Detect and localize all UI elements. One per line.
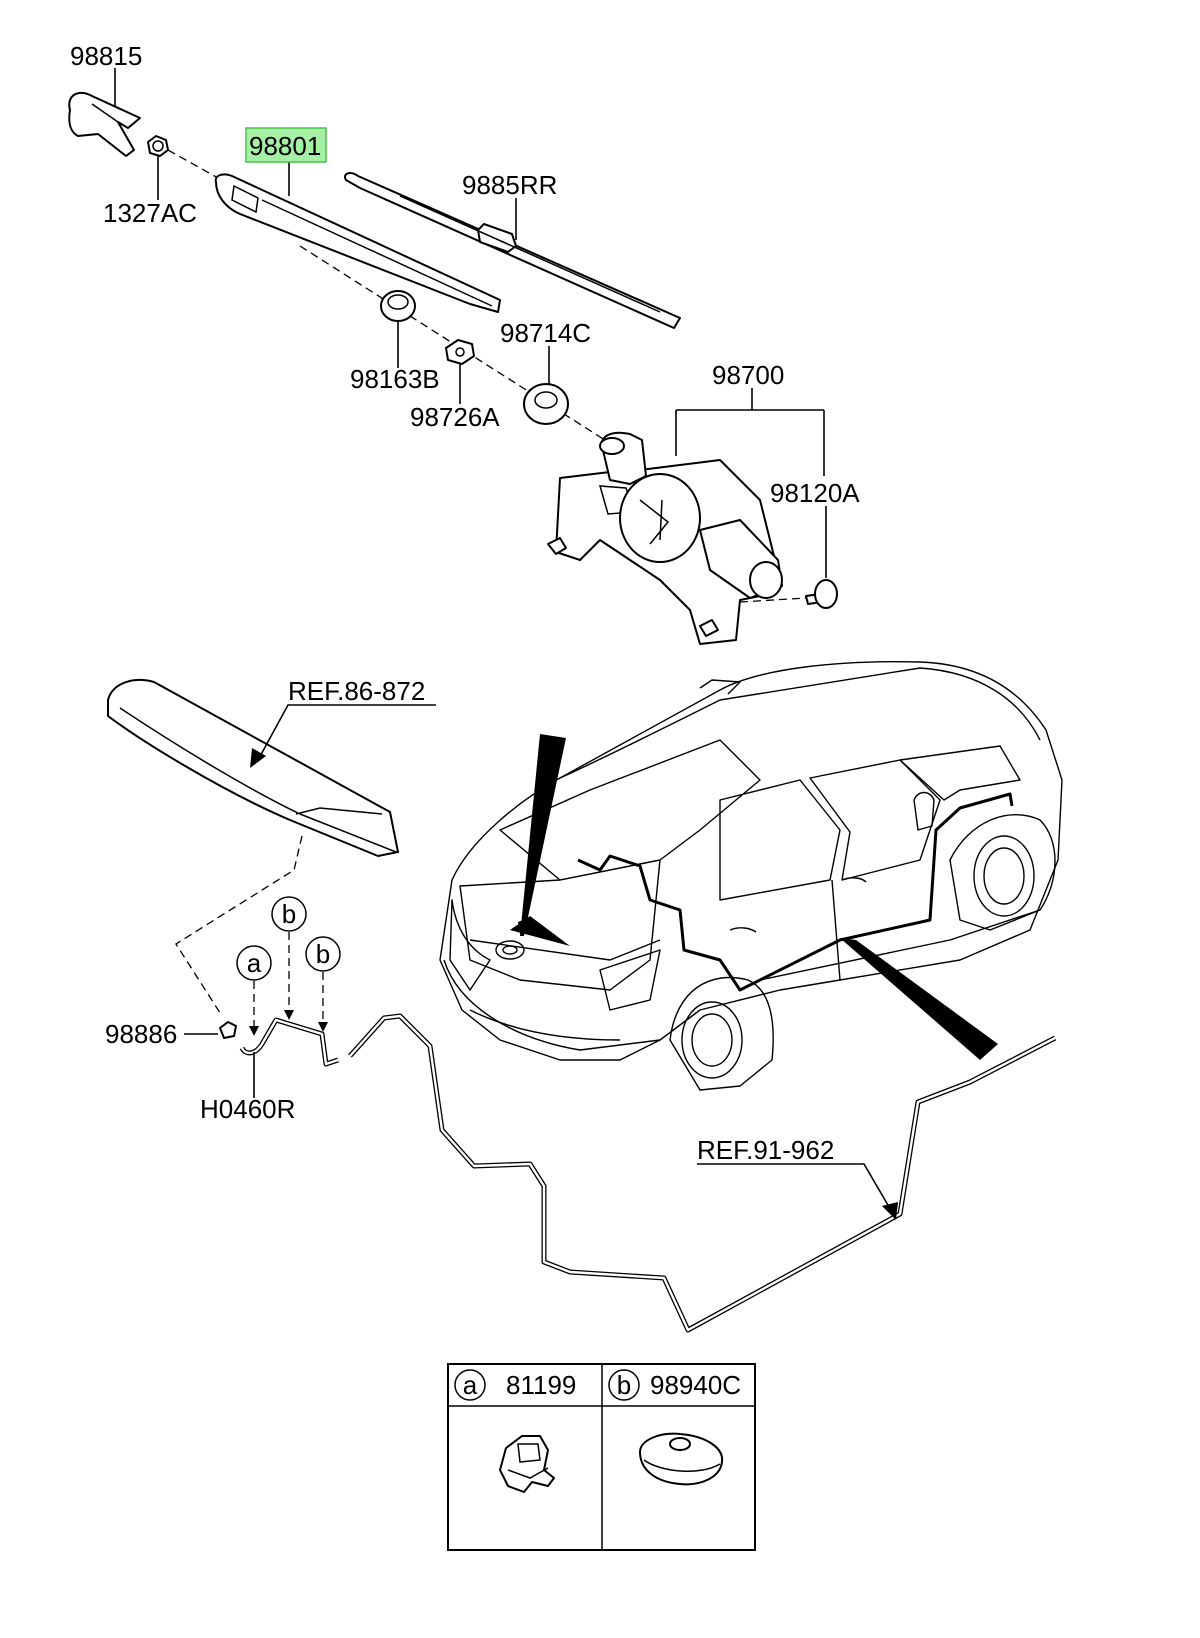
label-1327AC[interactable]: 1327AC bbox=[103, 198, 197, 228]
nut-1327AC[interactable] bbox=[147, 135, 169, 157]
washer-hose-H0460R[interactable] bbox=[239, 1017, 339, 1067]
hex-nut-98726A[interactable] bbox=[445, 339, 475, 365]
legend-a-letter: a bbox=[463, 1370, 478, 1400]
wiper-arm-98801[interactable] bbox=[214, 173, 501, 313]
svg-text:a: a bbox=[247, 948, 262, 978]
svg-text:b: b bbox=[282, 899, 296, 929]
ref-86-872[interactable]: REF.86-872 bbox=[288, 676, 425, 706]
legend-b-letter: b bbox=[617, 1370, 631, 1400]
highlighted-part-box bbox=[245, 127, 327, 163]
label-98120A[interactable]: 98120A bbox=[770, 478, 860, 508]
label-H0460R[interactable]: H0460R bbox=[200, 1094, 295, 1124]
washer-nozzle-98886[interactable] bbox=[219, 1021, 237, 1039]
bolt-98120A[interactable] bbox=[805, 579, 838, 609]
parts-legend-table: a 81199 b 98940C bbox=[447, 1363, 756, 1551]
label-98726A[interactable]: 98726A bbox=[410, 402, 500, 432]
grommet-98940C-illustration[interactable] bbox=[639, 1432, 724, 1486]
callout-b-2[interactable]: b bbox=[305, 936, 341, 972]
bushing-98163B[interactable] bbox=[380, 290, 416, 322]
legend-row-b[interactable]: b 98940C bbox=[608, 1369, 741, 1401]
label-98714C[interactable]: 98714C bbox=[500, 318, 591, 348]
label-98886[interactable]: 98886 bbox=[105, 1019, 177, 1049]
svg-text:b: b bbox=[316, 939, 330, 969]
legend-row-a[interactable]: a 81199 bbox=[454, 1369, 576, 1401]
bracket-98700 bbox=[675, 388, 825, 476]
grommet-98714C[interactable] bbox=[523, 383, 569, 425]
washer-hose-ref-91-962[interactable] bbox=[348, 1013, 1057, 1333]
label-98815[interactable]: 98815 bbox=[70, 41, 142, 71]
label-98700[interactable]: 98700 bbox=[712, 360, 784, 390]
leader-ref-91-962 bbox=[697, 1163, 893, 1213]
label-98801[interactable]: 98801 bbox=[249, 131, 321, 161]
wiper-blade-9885RR[interactable] bbox=[344, 172, 681, 329]
label-9885RR[interactable]: 9885RR bbox=[462, 170, 557, 200]
clip-81199-illustration[interactable] bbox=[499, 1435, 555, 1493]
vehicle-illustration bbox=[439, 661, 1063, 1091]
leader-ref-86-872 bbox=[257, 704, 436, 761]
rear-spoiler[interactable] bbox=[107, 679, 399, 857]
ref-91-962[interactable]: REF.91-962 bbox=[697, 1135, 834, 1165]
label-98163B[interactable]: 98163B bbox=[350, 364, 440, 394]
callout-a[interactable]: a bbox=[236, 945, 272, 981]
callout-b-1[interactable]: b bbox=[271, 896, 307, 932]
wiper-motor-98700[interactable] bbox=[547, 431, 783, 645]
wiper-arm-cap-98815[interactable] bbox=[68, 91, 141, 157]
legend-a-part: 81199 bbox=[506, 1370, 576, 1400]
legend-b-part: 98940C bbox=[650, 1370, 741, 1400]
